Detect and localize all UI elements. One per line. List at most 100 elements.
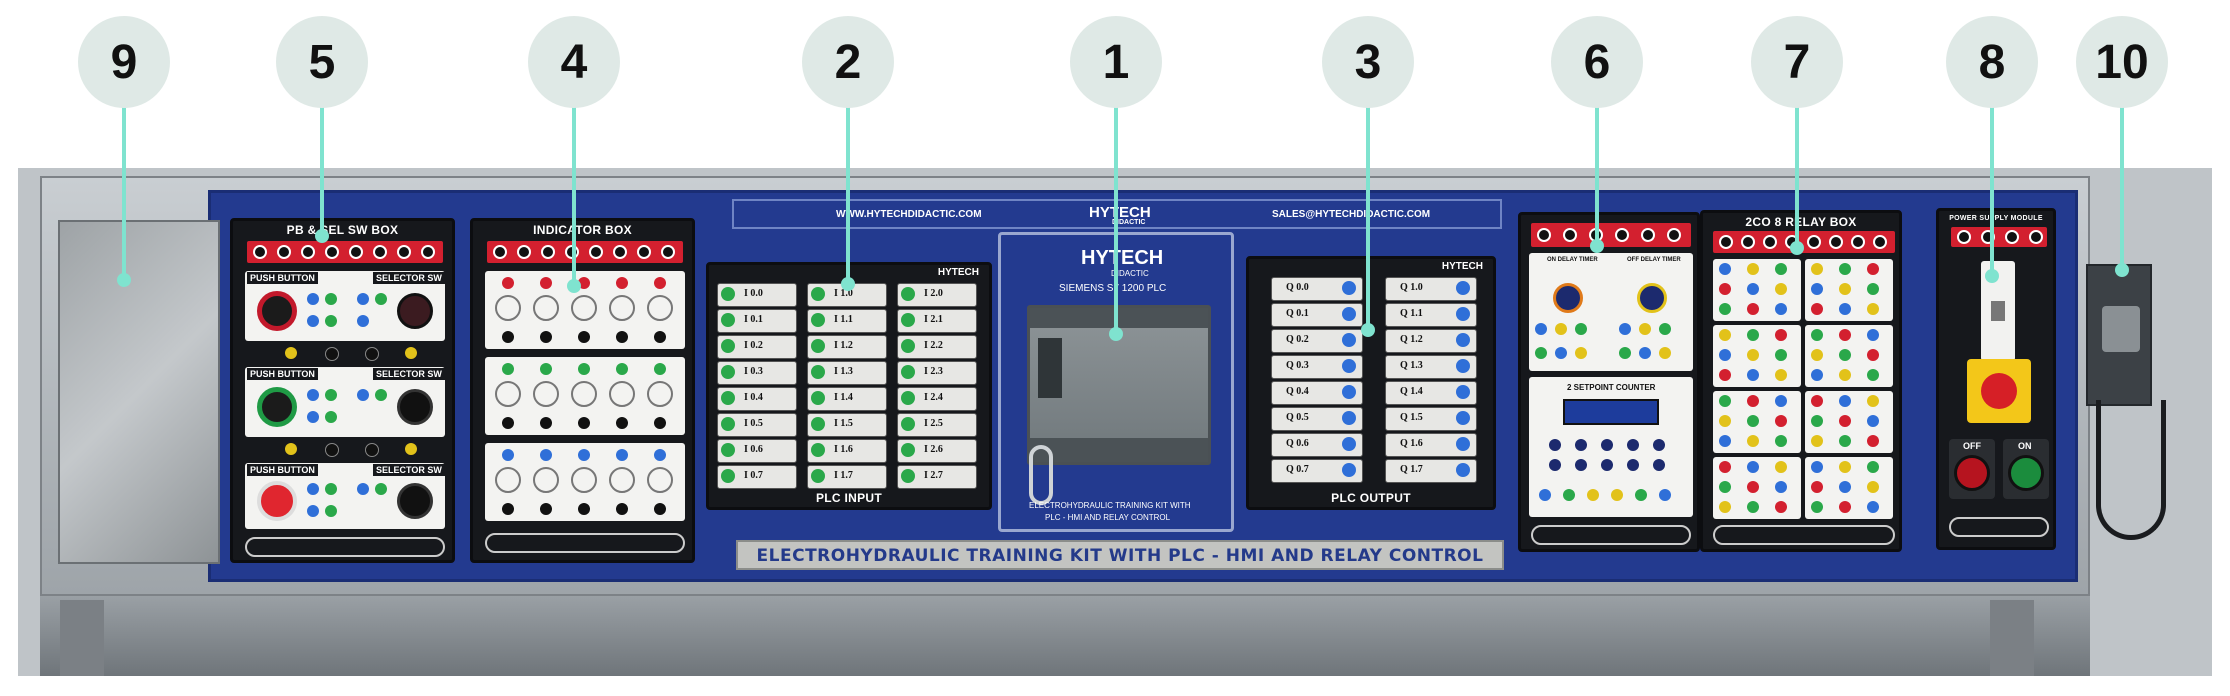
plc-output-cell[interactable]: Q 0.0 (1271, 277, 1363, 301)
relay-socket[interactable] (1719, 395, 1731, 407)
socket[interactable] (397, 245, 411, 259)
relay-socket[interactable] (1839, 263, 1851, 275)
relay-socket[interactable] (1867, 263, 1879, 275)
keypad-button[interactable] (1653, 439, 1665, 451)
plc-input-cell[interactable]: I 2.6 (897, 439, 977, 463)
input-green-socket[interactable] (721, 339, 735, 353)
black-socket[interactable] (654, 503, 666, 515)
relay-socket[interactable] (1719, 369, 1731, 381)
blue-socket[interactable] (502, 449, 514, 461)
black-socket[interactable] (502, 331, 514, 343)
relay-socket[interactable] (1811, 349, 1823, 361)
green-socket[interactable] (1659, 323, 1671, 335)
green-socket[interactable] (578, 363, 590, 375)
socket[interactable] (2005, 230, 2019, 244)
socket[interactable] (517, 245, 531, 259)
plc-output-cell[interactable]: Q 1.7 (1385, 459, 1477, 483)
input-green-socket[interactable] (811, 313, 825, 327)
relay-socket[interactable] (1719, 263, 1731, 275)
black-socket[interactable] (616, 331, 628, 343)
blue-socket[interactable] (1535, 323, 1547, 335)
black-socket[interactable] (502, 503, 514, 515)
socket[interactable] (253, 245, 267, 259)
plc-input-cell[interactable]: I 0.2 (717, 335, 797, 359)
relay-socket[interactable] (1811, 329, 1823, 341)
relay-socket[interactable] (1839, 283, 1851, 295)
output-blue-socket[interactable] (1456, 307, 1470, 321)
relay-socket[interactable] (1839, 395, 1851, 407)
output-blue-socket[interactable] (1342, 307, 1356, 321)
selector-switch-knob[interactable] (397, 293, 433, 329)
output-blue-socket[interactable] (1342, 463, 1356, 477)
relay-socket[interactable] (1719, 349, 1731, 361)
relay-socket[interactable] (1775, 369, 1787, 381)
on-delay-timer-knob[interactable] (1553, 283, 1583, 313)
mcb-toggle[interactable] (1991, 301, 2005, 321)
black-socket[interactable] (365, 347, 379, 361)
socket[interactable] (1807, 235, 1821, 249)
black-socket[interactable] (578, 417, 590, 429)
input-green-socket[interactable] (811, 469, 825, 483)
relay-socket[interactable] (1747, 415, 1759, 427)
relay-socket[interactable] (1811, 395, 1823, 407)
red-push-button[interactable] (257, 481, 297, 521)
relay-socket[interactable] (1747, 283, 1759, 295)
output-blue-socket[interactable] (1456, 411, 1470, 425)
blue-socket[interactable] (1539, 489, 1551, 501)
blue-socket[interactable] (616, 449, 628, 461)
off-button[interactable] (1954, 455, 1990, 491)
relay-socket[interactable] (1775, 329, 1787, 341)
relay-socket[interactable] (1775, 349, 1787, 361)
input-green-socket[interactable] (721, 391, 735, 405)
relay-socket[interactable] (1775, 395, 1787, 407)
relay-socket[interactable] (1867, 435, 1879, 447)
red-socket[interactable] (654, 277, 666, 289)
socket[interactable] (493, 245, 507, 259)
plc-output-cell[interactable]: Q 0.3 (1271, 355, 1363, 379)
socket[interactable] (1615, 228, 1629, 242)
output-blue-socket[interactable] (1456, 359, 1470, 373)
input-green-socket[interactable] (901, 469, 915, 483)
relay-socket[interactable] (1747, 329, 1759, 341)
plc-input-cell[interactable]: I 2.3 (897, 361, 977, 385)
socket[interactable] (1641, 228, 1655, 242)
socket[interactable] (637, 245, 651, 259)
blue-socket[interactable] (1659, 489, 1671, 501)
yellow-socket[interactable] (1611, 489, 1623, 501)
keypad-button[interactable] (1549, 459, 1561, 471)
red-socket[interactable] (540, 277, 552, 289)
green-socket[interactable] (1635, 489, 1647, 501)
blue-socket[interactable] (307, 483, 319, 495)
relay-socket[interactable] (1867, 303, 1879, 315)
green-socket[interactable] (325, 293, 337, 305)
plc-output-cell[interactable]: Q 0.7 (1271, 459, 1363, 483)
output-blue-socket[interactable] (1456, 463, 1470, 477)
socket[interactable] (1563, 228, 1577, 242)
plc-input-cell[interactable]: I 2.2 (897, 335, 977, 359)
relay-socket[interactable] (1811, 369, 1823, 381)
input-green-socket[interactable] (721, 365, 735, 379)
socket[interactable] (1667, 228, 1681, 242)
green-socket[interactable] (325, 315, 337, 327)
input-green-socket[interactable] (901, 365, 915, 379)
plc-input-cell[interactable]: I 0.5 (717, 413, 797, 437)
socket[interactable] (2029, 230, 2043, 244)
keypad-button[interactable] (1575, 439, 1587, 451)
yellow-socket[interactable] (405, 443, 417, 455)
black-socket[interactable] (365, 443, 379, 457)
green-socket[interactable] (325, 411, 337, 423)
relay-socket[interactable] (1747, 349, 1759, 361)
black-socket[interactable] (578, 503, 590, 515)
keypad-button[interactable] (1653, 459, 1665, 471)
blue-socket[interactable] (654, 449, 666, 461)
relay-socket[interactable] (1867, 369, 1879, 381)
relay-socket[interactable] (1867, 501, 1879, 513)
relay-socket[interactable] (1747, 461, 1759, 473)
socket[interactable] (373, 245, 387, 259)
green-socket[interactable] (616, 363, 628, 375)
relay-socket[interactable] (1839, 501, 1851, 513)
blue-socket[interactable] (307, 389, 319, 401)
relay-socket[interactable] (1747, 481, 1759, 493)
input-green-socket[interactable] (811, 417, 825, 431)
blue-socket[interactable] (540, 449, 552, 461)
